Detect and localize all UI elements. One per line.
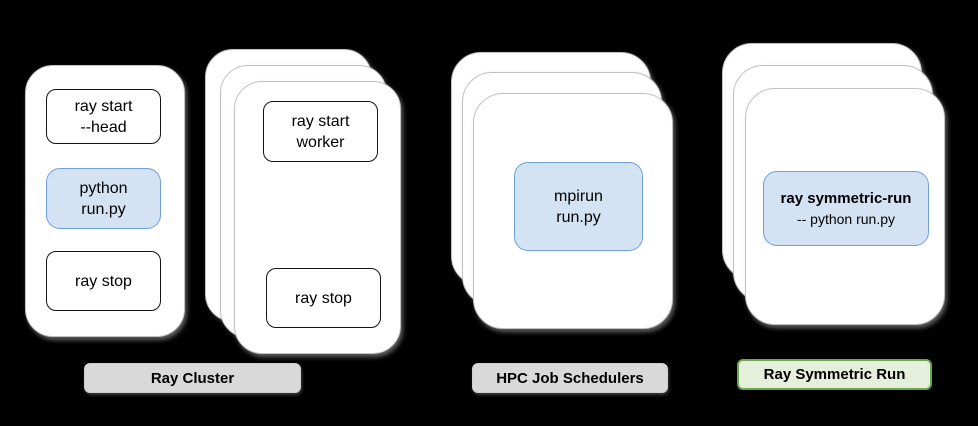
symmetric-card-front: ray symmetric-run -- python run.py: [745, 88, 945, 325]
cmd-ray-symmetric-run: ray symmetric-run -- python run.py: [763, 171, 929, 246]
hpc-label: HPC Job Schedulers: [472, 363, 668, 393]
cmd-ray-stop-head: ray stop: [46, 251, 161, 311]
symmetric-label-text: Ray Symmetric Run: [763, 366, 906, 383]
cmd-line: python: [79, 179, 128, 197]
cmd-ray-start-head: ray start --head: [46, 89, 161, 144]
cmd-ray-start-worker: ray start worker: [263, 101, 378, 162]
cmd-ray-stop-worker: ray stop: [266, 268, 381, 328]
ray-cluster-label: Ray Cluster: [84, 363, 301, 393]
cmd-mpirun: mpirun run.py: [514, 162, 643, 251]
cmd-line: worker: [296, 133, 345, 151]
cmd-line: ray stop: [75, 272, 132, 290]
cmd-line: mpirun: [554, 187, 603, 205]
worker-card-front: ray start worker ray stop: [234, 81, 401, 354]
cmd-line-sub: -- python run.py: [796, 210, 896, 227]
cmd-line: run.py: [556, 208, 601, 226]
hpc-label-text: HPC Job Schedulers: [496, 369, 644, 387]
hpc-card-front: mpirun run.py: [473, 93, 673, 329]
cmd-line-bold: ray symmetric-run: [780, 189, 912, 207]
cmd-line: ray start: [291, 112, 350, 130]
head-node-card: ray start --head python run.py ray stop: [25, 65, 185, 337]
cmd-python-run: python run.py: [46, 168, 161, 229]
cmd-line: --head: [80, 118, 127, 136]
cmd-line: ray start: [74, 97, 133, 115]
cmd-line: ray stop: [295, 289, 352, 307]
ray-cluster-label-text: Ray Cluster: [150, 369, 235, 387]
symmetric-label: Ray Symmetric Run: [737, 359, 932, 390]
cmd-line: run.py: [81, 200, 126, 218]
